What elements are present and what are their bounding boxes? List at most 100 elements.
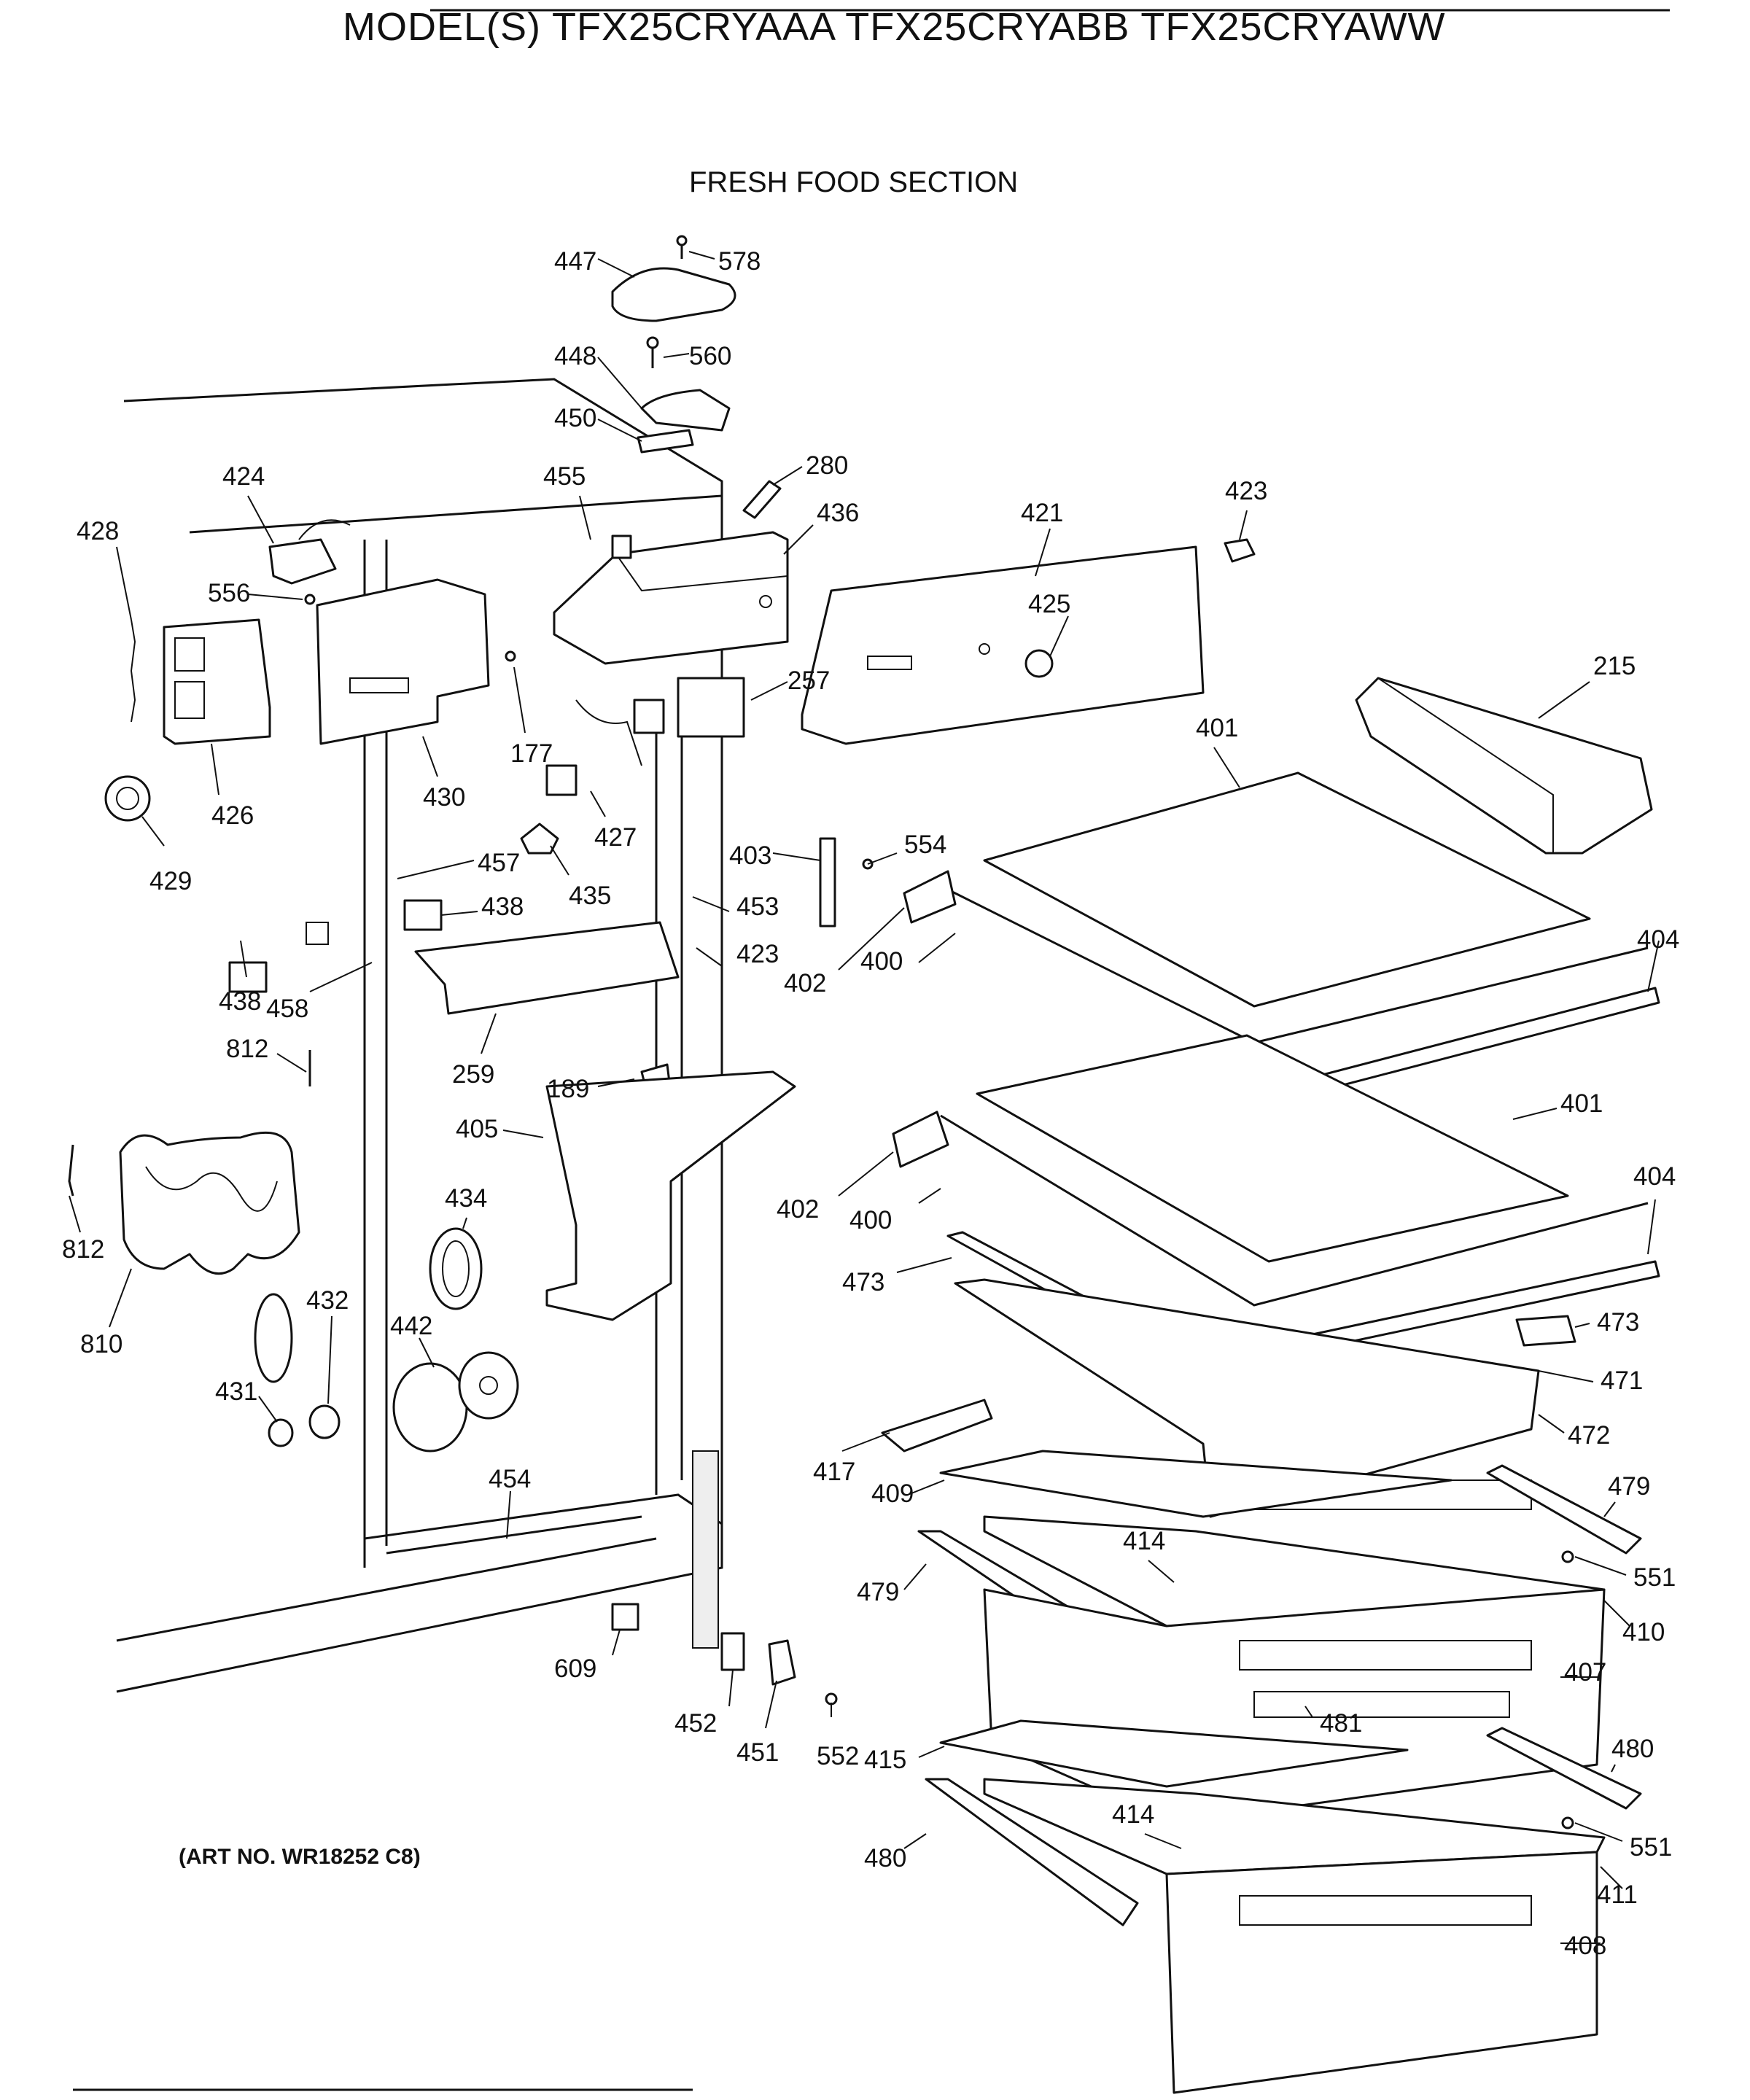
heater-810: [119, 1131, 300, 1275]
shelf-401-mid: [940, 1034, 1660, 1350]
callout-402a: 402: [784, 969, 826, 998]
callout-480b: 480: [864, 1844, 906, 1872]
callout-457: 457: [478, 849, 520, 877]
lamp-423: [1224, 538, 1256, 563]
switch-435: [520, 822, 559, 855]
grille-434: [429, 1227, 483, 1310]
section-title: FRESH FOOD SECTION: [689, 166, 1019, 198]
callout-408: 408: [1564, 1932, 1606, 1960]
callout-414a: 414: [1123, 1527, 1165, 1555]
callout-552: 552: [817, 1742, 859, 1770]
callout-556: 556: [208, 579, 250, 607]
slide-479-right: [1486, 1464, 1642, 1555]
callout-458: 458: [266, 995, 308, 1023]
bracket-402-top: [903, 870, 957, 924]
housing-426: [163, 618, 271, 745]
bushing-432: [308, 1404, 341, 1439]
light-cover-259: [414, 921, 680, 1015]
bulb-280: [742, 480, 782, 519]
callout-423b: 423: [736, 940, 779, 968]
callout-404a: 404: [1637, 925, 1679, 954]
callout-451: 451: [736, 1738, 779, 1767]
knob-425: [1024, 649, 1054, 678]
callout-479a: 479: [1608, 1472, 1650, 1501]
callout-436: 436: [817, 499, 859, 527]
art-number: (ART NO. WR18252 C8): [179, 1845, 421, 1869]
callout-257: 257: [788, 666, 830, 695]
grommet-lg: [254, 1293, 293, 1383]
callout-455: 455: [543, 462, 586, 491]
callout-400a: 400: [860, 947, 903, 976]
bracket-402-mid: [892, 1111, 949, 1168]
callout-480a: 480: [1611, 1735, 1654, 1763]
callout-405: 405: [456, 1115, 498, 1143]
callout-560: 560: [689, 342, 731, 370]
callout-473b: 473: [1597, 1308, 1639, 1337]
plate-452: [720, 1632, 745, 1671]
callout-404b: 404: [1633, 1162, 1676, 1191]
callout-177: 177: [510, 739, 553, 768]
light-shield-421: [801, 545, 1205, 745]
slide-417: [881, 1399, 993, 1452]
callout-812b: 812: [62, 1235, 104, 1264]
knob-429: [104, 775, 151, 822]
callout-labels: 447 578 448 560 450 280 424 455 436 421 …: [62, 247, 1679, 1960]
callout-431: 431: [215, 1377, 257, 1406]
glass-409: [939, 1450, 1452, 1518]
callout-448: 448: [554, 342, 596, 370]
callout-259: 259: [452, 1060, 494, 1089]
glass-415: [939, 1719, 1409, 1788]
callout-410: 410: [1622, 1618, 1665, 1646]
harness-427: [545, 699, 665, 796]
callout-425: 425: [1028, 590, 1070, 618]
leader-lines: [69, 251, 1660, 1944]
callout-280: 280: [806, 451, 848, 480]
callout-424: 424: [222, 462, 265, 491]
callout-400b: 400: [849, 1206, 892, 1234]
relay-257: [677, 677, 745, 738]
callout-415: 415: [864, 1746, 906, 1774]
drawer-408: [983, 1778, 1606, 2094]
callout-401: 401: [1196, 714, 1238, 742]
callout-407: 407: [1564, 1658, 1606, 1687]
callout-479b: 479: [857, 1578, 899, 1606]
callout-578: 578: [718, 247, 761, 276]
callout-417: 417: [813, 1458, 855, 1486]
grommet-431: [268, 1418, 294, 1447]
callout-481: 481: [1320, 1709, 1362, 1738]
callout-551a: 551: [1633, 1563, 1676, 1592]
callout-810: 810: [80, 1330, 122, 1358]
callout-427: 427: [594, 823, 637, 852]
callout-554: 554: [904, 831, 946, 859]
bin-215: [1355, 677, 1653, 855]
callout-430: 430: [423, 783, 465, 812]
callout-609: 609: [554, 1654, 596, 1683]
connector-438b: [228, 961, 268, 993]
slide-480-left: [925, 1778, 1139, 1926]
callout-428: 428: [77, 517, 119, 545]
callout-454: 454: [489, 1465, 531, 1493]
label-plate: [306, 922, 329, 945]
hinge-451: [768, 1639, 796, 1686]
rail-403: [819, 837, 836, 928]
callout-401b: 401: [1560, 1089, 1603, 1118]
callout-421: 421: [1021, 499, 1063, 527]
callout-473a: 473: [842, 1268, 884, 1296]
fan-442: [392, 1351, 519, 1452]
tube-812a: [68, 1144, 74, 1197]
duct-405: [545, 1070, 796, 1321]
callout-426: 426: [211, 801, 254, 830]
switch-609: [611, 1603, 639, 1631]
screw-551-bot: [1561, 1816, 1574, 1829]
callout-471: 471: [1601, 1366, 1643, 1395]
callout-472: 472: [1568, 1421, 1610, 1450]
callout-215: 215: [1593, 652, 1636, 680]
callout-452: 452: [674, 1709, 717, 1738]
callout-189: 189: [547, 1075, 589, 1103]
page-title: MODEL(S) TFX25CRYAAA TFX25CRYABB TFX25CR…: [343, 5, 1446, 49]
control-424: [268, 519, 351, 605]
callout-450: 450: [554, 404, 596, 432]
callout-442: 442: [390, 1312, 432, 1340]
